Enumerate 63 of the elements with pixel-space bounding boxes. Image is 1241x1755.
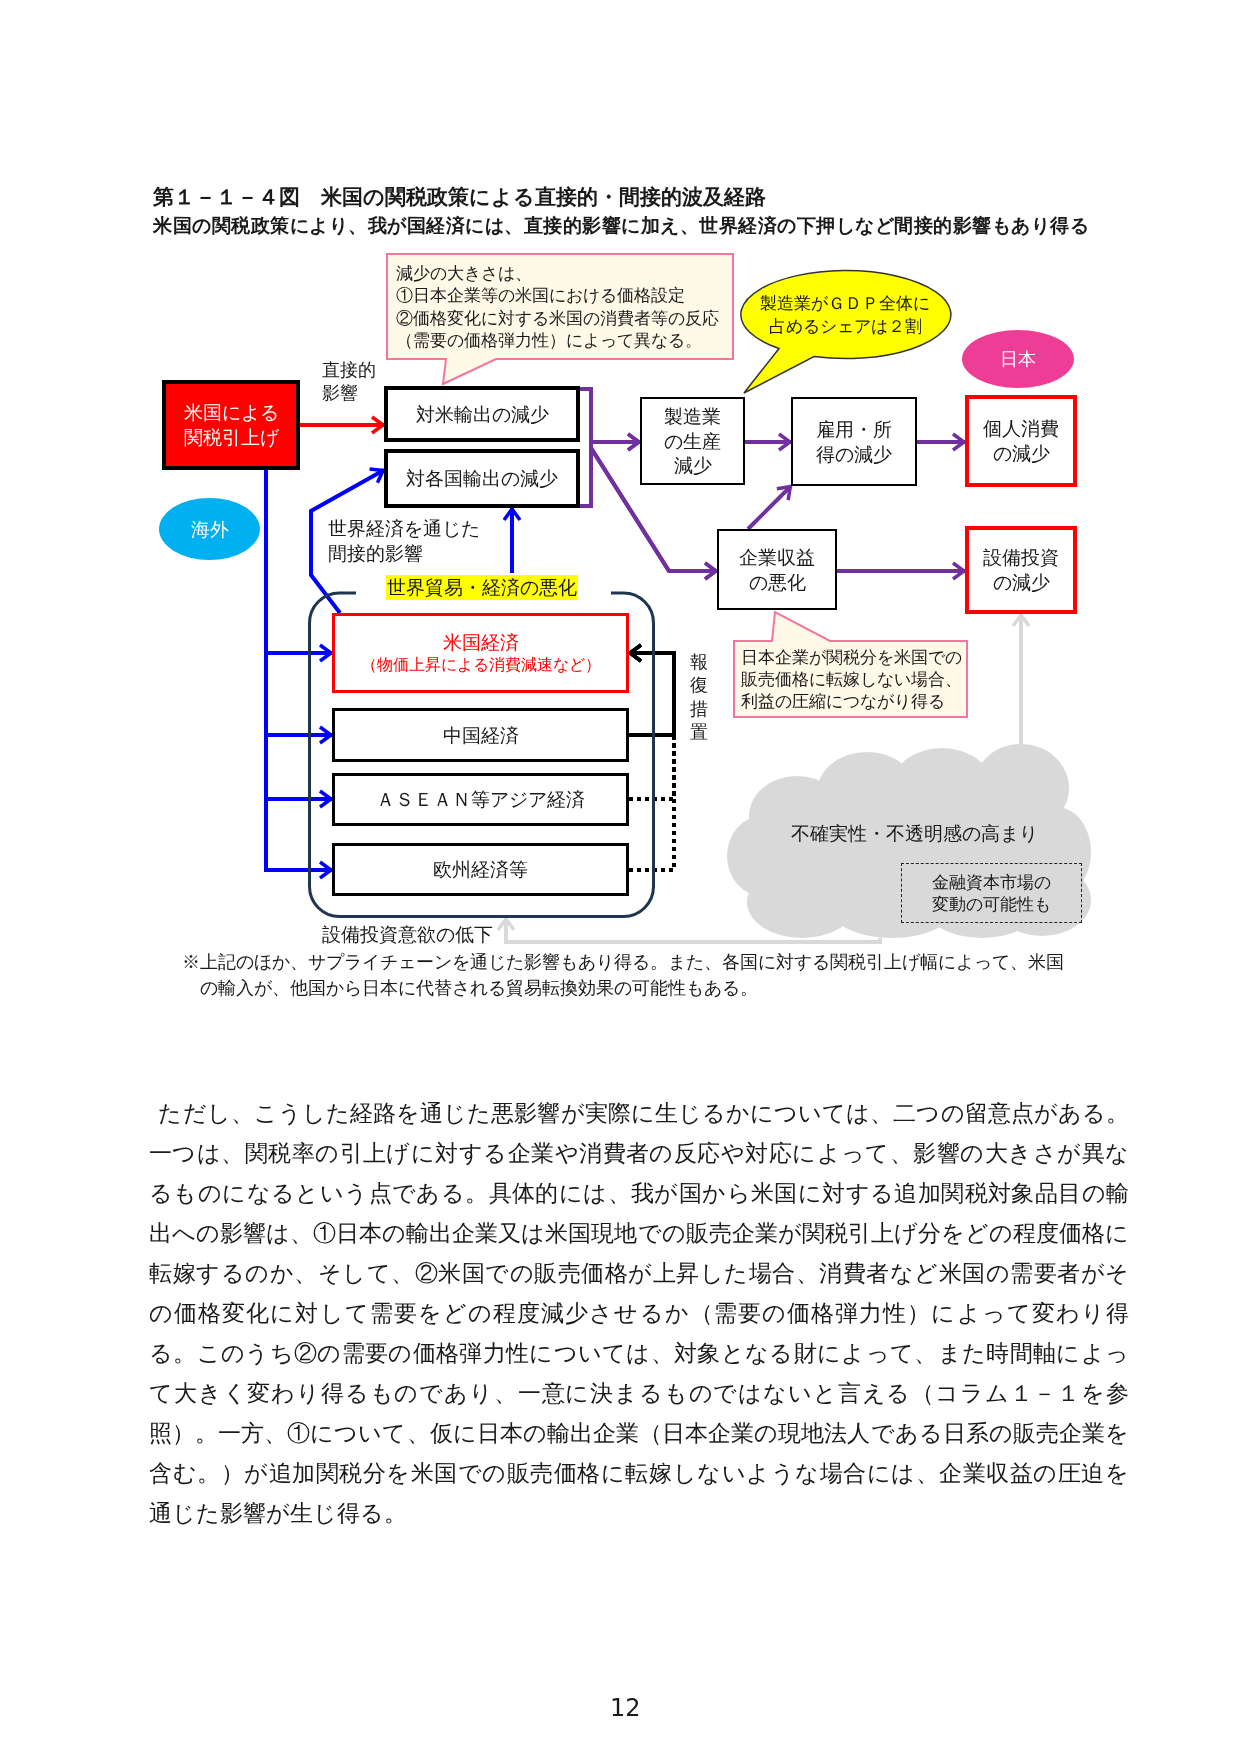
node-label: 設備投資の減少	[982, 545, 1060, 595]
arrow	[745, 432, 792, 452]
edge-label: 報復措置	[690, 650, 708, 744]
group-title: 世界貿易・経済の悪化	[385, 575, 578, 600]
node-label: 海外	[190, 516, 229, 542]
node-label: 米国による関税引上げ	[182, 400, 280, 450]
edge-label: 世界経済を通じた間接的影響	[328, 516, 481, 566]
region-oval	[962, 330, 1074, 388]
callout-box	[733, 611, 968, 718]
arrow	[496, 917, 882, 944]
node-label: 不確実性・不透明感の高まり	[791, 821, 1038, 846]
arrow	[502, 507, 522, 573]
process-box	[791, 397, 917, 486]
process-box	[965, 395, 1077, 487]
arrow	[628, 643, 676, 872]
process-box	[332, 708, 629, 762]
arrow	[300, 415, 385, 435]
callout-text: 減少の大きさは、	[396, 262, 532, 285]
callout-text: ②価格変化に対する米国の消費者等の反応（需要の価格弾力性）によって異なる。	[396, 306, 720, 351]
node-label: 企業収益の悪化	[738, 544, 816, 595]
node-label: 欧州経済等	[433, 857, 528, 882]
node-label: ＡＳＥＡＮ等アジア経済	[376, 787, 585, 812]
process-box	[640, 397, 745, 485]
node-label: 個人消費の減少	[982, 416, 1060, 466]
bubble-text: 製造業がＧＤＰ全体に占めるシェアは２割	[759, 292, 932, 337]
dashed-note-box	[901, 863, 1082, 923]
node-label: 金融資本市場の変動の可能性も	[931, 870, 1052, 916]
process-box	[162, 380, 300, 470]
region-oval	[159, 498, 260, 560]
arrow	[917, 432, 966, 452]
node-label: 中国経済	[442, 722, 519, 748]
process-box	[332, 773, 629, 826]
speech-bubble	[739, 269, 952, 395]
node-label: 日本	[1000, 347, 1036, 371]
callout-text: 日本企業が関税分を米国での販売価格に転嫁しない場合、利益の圧縮につながり得る	[741, 645, 963, 713]
figure-subtitle: 米国の関税政策により、我が国経済には、直接的影響に加え、世界経済の下押しなど間接的影響もあり得る	[153, 213, 1089, 238]
callout-box	[386, 253, 734, 385]
edge-label: 設備投資意欲の低下	[322, 922, 493, 947]
callout-text: ①日本企業等の米国における価格設定	[396, 284, 685, 307]
process-box	[384, 449, 580, 508]
node-label: 対米輸出の減少	[415, 401, 549, 427]
figure-title: 第１－１－４図 米国の関税政策による直接的・間接的波及経路	[153, 184, 766, 211]
footnote: ※上記のほか、サプライチェーンを通じた影響もあり得る。また、各国に対する関税引上げ幅によって、米国の輸入が、他国から日本に代替される貿易転換効果の可能性もある。	[182, 950, 1065, 1000]
process-box	[384, 386, 580, 442]
node-label: 米国経済	[442, 630, 519, 655]
arrow	[264, 470, 333, 880]
arrow	[746, 484, 793, 531]
arrow	[837, 561, 966, 581]
node-label: （物価上昇による消費減速など）	[360, 654, 601, 676]
node-label: 対各国輸出の減少	[406, 466, 558, 491]
process-box	[332, 613, 629, 693]
node-label: 製造業の生産減少	[663, 403, 722, 479]
group-frame	[308, 573, 655, 918]
cloud-shape	[727, 744, 1091, 938]
edge-label: 直接的影響	[322, 358, 377, 405]
process-box	[717, 529, 837, 610]
body-paragraph: ただし、こうした経路を通じた悪影響が実際に生じるかについては、二つの留意点がある。一つは、関税率の引上げに対する企業や消費者の反応や対応によって、影響の大きさが異なるものになるという点である。具体的には、我が国から米国に対する追加関税対象品目の輸出への影響は、①日本の輸出企業又は米国現地での販売企業が関税引上げ分をどの程度価格に転嫁するのか、そして、②米国での販売価格が上昇した場合、消費者など米国の需要者がその価格変化に対して需要をどの程度減少させるか（需要の価格弾力性）によって変わり得る。このうち②の需要の価格弾力性については、対象となる財によって、また時間軸によって大きく変わり得るものであり、一意に決まるものではないと言える（コラム１－１を参照）。一方、①について、仮に日本の輸出企業（日本企業の現地法人である日系の販売企業を含む。）が追加関税分を米国での販売価格に転嫁しないような場合には、企業収益の圧迫を通じた影響が生じ得る。	[149, 1099, 1129, 1528]
page-number: 12	[610, 1694, 641, 1723]
process-box	[965, 526, 1077, 614]
arrow	[309, 467, 385, 615]
arrow	[1011, 613, 1031, 744]
node-label: 雇用・所得の減少	[815, 416, 893, 467]
process-box	[332, 843, 629, 896]
